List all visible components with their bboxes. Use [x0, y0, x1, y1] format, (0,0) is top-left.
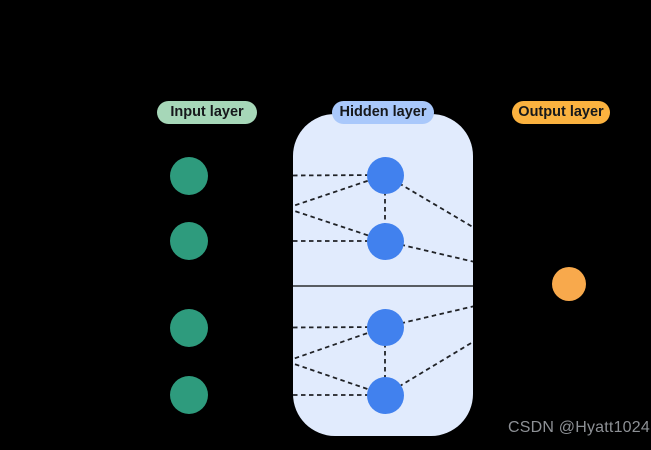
edge-group [293, 174, 473, 396]
output-node [552, 267, 586, 301]
input-node [170, 309, 208, 347]
hidden-layer-pill: Hidden layer [332, 101, 434, 124]
hidden-node [366, 222, 404, 260]
hidden-node [366, 308, 404, 346]
input-layer-pill: Input layer [157, 101, 257, 124]
hidden-node [366, 376, 404, 414]
edge-h2-o1 [384, 240, 473, 285]
edge-i1-h1 [293, 174, 386, 177]
edge-i2-h1 [293, 174, 386, 242]
input-node [170, 376, 208, 414]
edge-h4-o1 [384, 283, 473, 396]
edge-h1-o1 [384, 174, 473, 285]
input-node [170, 222, 208, 260]
input-node [170, 157, 208, 195]
edge-i1-h2 [293, 175, 386, 242]
watermark-text: CSDN @Hyatt1024 [508, 419, 650, 436]
edge-i3-h3 [293, 326, 386, 329]
hidden-node [366, 156, 404, 194]
output-layer-pill: Output layer [512, 101, 610, 124]
edge-h3-o1 [384, 283, 473, 328]
